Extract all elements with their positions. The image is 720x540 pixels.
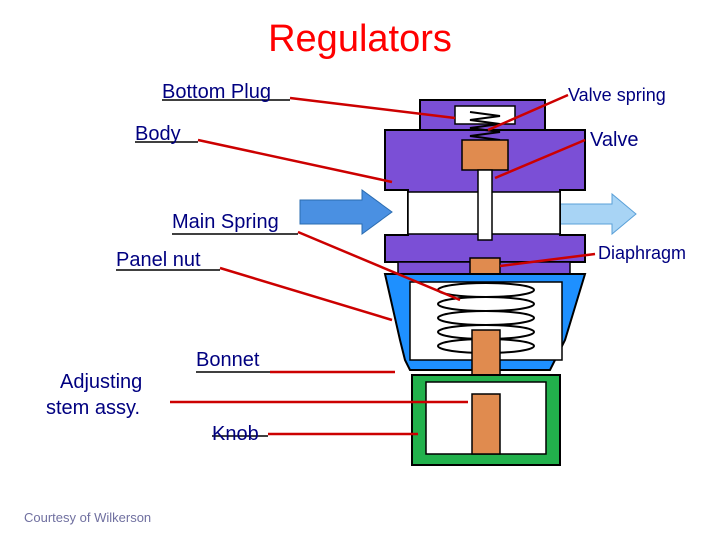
outlet-flow-arrow [554, 192, 637, 236]
label-body: Body [135, 123, 181, 145]
label-adjusting-stem-line2: stem assy. [46, 397, 141, 419]
slide-title: Regulators [268, 18, 452, 60]
leader-main-spring [297, 230, 461, 302]
leader-bottom-plug [289, 96, 456, 120]
label-valve-spring: Valve spring [568, 85, 666, 105]
leader-diaphragm [499, 252, 596, 268]
label-bonnet: Bonnet [196, 349, 260, 371]
label-bottom-plug: Bottom Plug [162, 81, 271, 103]
leader-body [197, 138, 393, 184]
credit-text: Courtesy of Wilkerson [24, 510, 152, 525]
inlet-flow-arrow [299, 189, 393, 235]
leader-valve-spring [487, 93, 569, 132]
valve-spring [469, 111, 501, 141]
label-diaphragm: Diaphragm [598, 243, 687, 263]
leader-valve [494, 138, 586, 180]
leader-panel-nut [219, 266, 393, 322]
label-valve: Valve [590, 129, 639, 151]
label-main-spring: Main Spring [172, 211, 279, 233]
label-adjusting-stem-line1: Adjusting [60, 371, 143, 393]
valve [461, 139, 509, 171]
label-panel-nut: Panel nut [116, 249, 201, 271]
label-knob: Knob [212, 423, 259, 445]
